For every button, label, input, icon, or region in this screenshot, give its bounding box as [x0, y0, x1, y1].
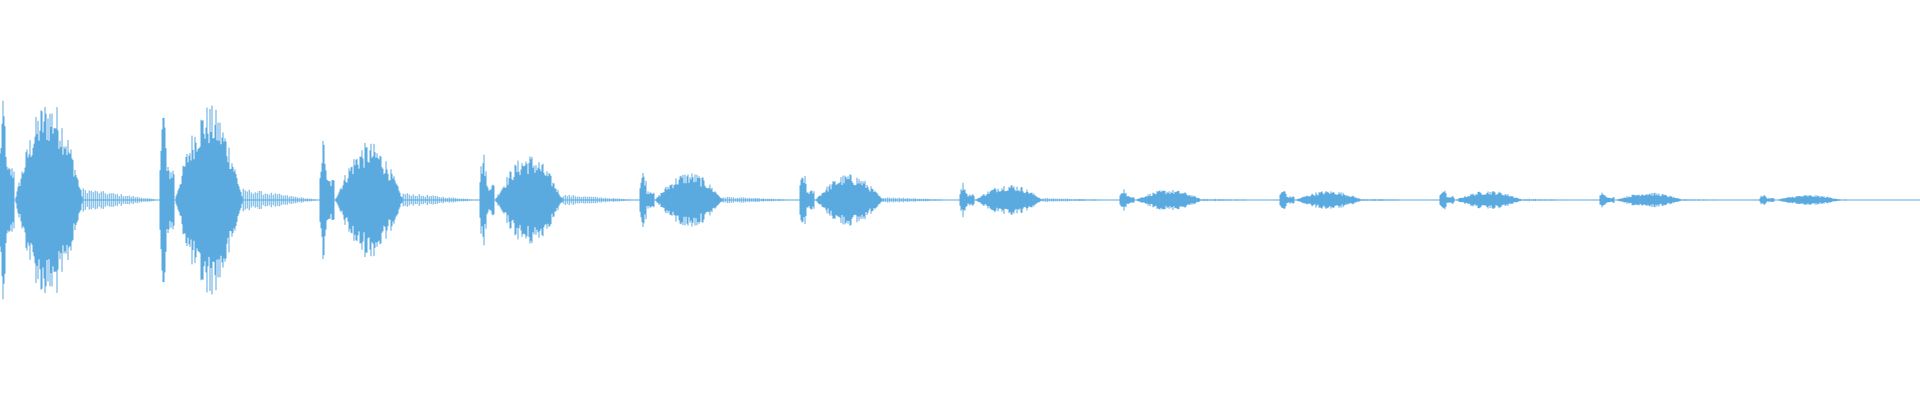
waveform-burst-11-path [1599, 192, 1760, 208]
waveform-burst-3-path [319, 140, 480, 260]
waveform-burst-5-path [639, 173, 800, 227]
waveform-burst-2-path [159, 105, 320, 295]
waveform-burst-8 [1119, 189, 1280, 211]
waveform-burst-11 [1599, 192, 1760, 208]
waveform-burst-7 [959, 182, 1120, 218]
waveform-burst-1 [0, 100, 160, 300]
waveform-burst-12-path [1759, 195, 1920, 205]
waveform-burst-4 [479, 154, 640, 246]
waveform-burst-10-path [1439, 190, 1600, 210]
waveform-burst-3 [319, 140, 480, 260]
waveform-burst-6 [799, 174, 960, 226]
waveform-burst-4-path [479, 154, 640, 246]
waveform-burst-10 [1439, 190, 1600, 210]
waveform-burst-2 [159, 105, 320, 295]
waveform-burst-12 [1759, 195, 1920, 205]
waveform-burst-8-path [1119, 189, 1280, 211]
waveform-burst-9-path [1279, 191, 1440, 209]
waveform-bursts [0, 100, 1920, 300]
waveform-burst-6-path [799, 174, 960, 226]
waveform-burst-1-path [0, 100, 160, 300]
waveform-burst-7-path [959, 182, 1120, 218]
waveform-burst-5 [639, 173, 800, 227]
waveform-burst-9 [1279, 191, 1440, 209]
